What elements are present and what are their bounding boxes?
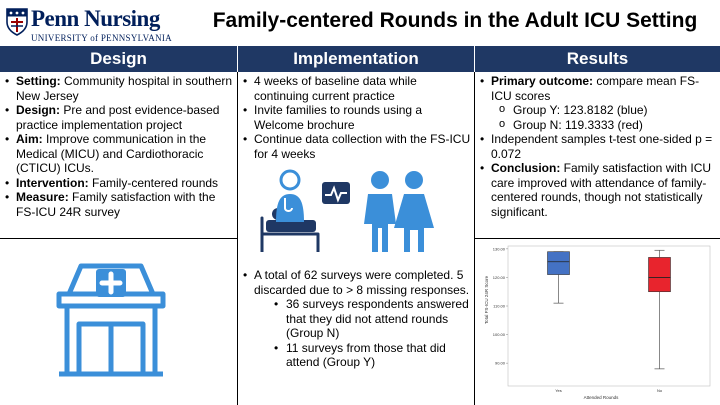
column-divider — [474, 72, 475, 405]
list-item: Design: Pre and post evidence-based prac… — [2, 103, 236, 132]
implementation-header: Implementation — [238, 46, 474, 72]
section-divider — [0, 238, 237, 239]
survey-list: A total of 62 surveys were completed. 5 … — [240, 268, 472, 370]
page-title: Family-centered Rounds in the Adult ICU … — [212, 9, 698, 32]
list-item: Intervention: Family-centered rounds — [2, 176, 236, 191]
plot-frame — [507, 245, 711, 387]
design-header: Design — [0, 46, 237, 72]
x-tick-label: No — [657, 388, 663, 393]
box-no — [648, 257, 671, 293]
care-team-illustration — [260, 169, 434, 252]
list-item: Setting: Community hospital in southern … — [2, 74, 236, 103]
list-item: Primary outcome: compare mean FS-ICU sco… — [477, 74, 719, 103]
design-list: Setting: Community hospital in southern … — [2, 74, 236, 219]
list-item: Group Y: 123.8182 (blue) — [477, 102, 719, 118]
section-divider — [475, 238, 720, 239]
list-item: Aim: Improve communication in the Medica… — [2, 132, 236, 176]
list-item: 11 surveys from those that did attend (G… — [240, 341, 472, 370]
list-item: Independent samples t-test one-sided p =… — [477, 132, 719, 161]
penn-shield-icon — [6, 8, 28, 36]
column-divider — [237, 72, 238, 405]
hospital-icon — [56, 263, 166, 377]
x-tick-label: Yes — [555, 388, 562, 393]
y-tick-label: 120.00 — [493, 275, 506, 280]
list-item: Group N: 119.3333 (red) — [477, 117, 719, 133]
list-item: Measure: Family satisfaction with the FS… — [2, 190, 236, 219]
list-item: 4 weeks of baseline data while continuin… — [240, 74, 472, 103]
results-header: Results — [475, 46, 720, 72]
y-tick-label: 100.00 — [493, 332, 506, 337]
box-yes — [547, 251, 570, 275]
y-tick-label: 90.00 — [495, 361, 506, 366]
box-plot-chart: Total FS-ICU 24R Score Attended Rounds 1… — [484, 245, 711, 400]
list-item: Continue data collection with the FS-ICU… — [240, 132, 472, 161]
chart-y-label: Total FS-ICU 24R Score — [484, 275, 489, 324]
penn-nursing-logo: Penn Nursing UNIVERSITY of PENNSYLVANIA — [6, 6, 178, 44]
list-item: Invite families to rounds using a Welcom… — [240, 103, 472, 132]
list-item: Conclusion: Family satisfaction with ICU… — [477, 161, 719, 219]
logo-subtext: UNIVERSITY of PENNSYLVANIA — [31, 33, 172, 43]
chart-x-label: Attended Rounds — [584, 395, 620, 400]
list-item: A total of 62 surveys were completed. 5 … — [240, 268, 472, 297]
implementation-list: 4 weeks of baseline data while continuin… — [240, 74, 472, 161]
logo-text: Penn Nursing — [31, 6, 160, 31]
results-list: Primary outcome: compare mean FS-ICU sco… — [477, 74, 719, 219]
list-item: 36 surveys respondents answered that the… — [240, 297, 472, 341]
y-tick-label: 110.00 — [493, 304, 506, 309]
y-tick-label: 130.00 — [493, 246, 506, 251]
